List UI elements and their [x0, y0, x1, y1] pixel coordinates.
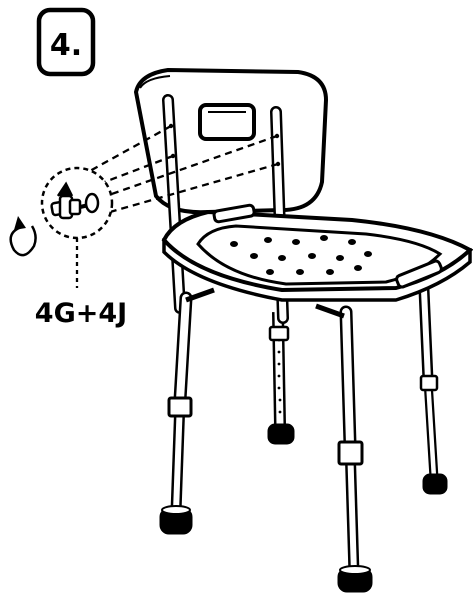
step-number: 4.	[50, 28, 82, 63]
rotate-counterclockwise-icon	[9, 216, 37, 257]
step-badge: 4.	[36, 7, 96, 77]
backrest-post-left	[162, 94, 186, 314]
backrest-handle	[198, 103, 256, 141]
back-right-leg	[418, 284, 448, 495]
back-left-leg	[267, 311, 295, 445]
chair-seat	[161, 203, 473, 302]
parts-label: 4G+4J	[35, 298, 127, 329]
seat-drain-holes	[230, 235, 372, 275]
front-right-leg	[315, 303, 373, 593]
seat-handle-right	[395, 259, 443, 289]
callout-leader-lines	[87, 124, 279, 214]
wing-nut-bolt-icon	[50, 181, 100, 220]
step-badge-frame	[36, 7, 96, 77]
front-left-leg	[159, 287, 215, 535]
hardware-callout	[40, 166, 114, 240]
seat-handle-left	[212, 203, 256, 224]
